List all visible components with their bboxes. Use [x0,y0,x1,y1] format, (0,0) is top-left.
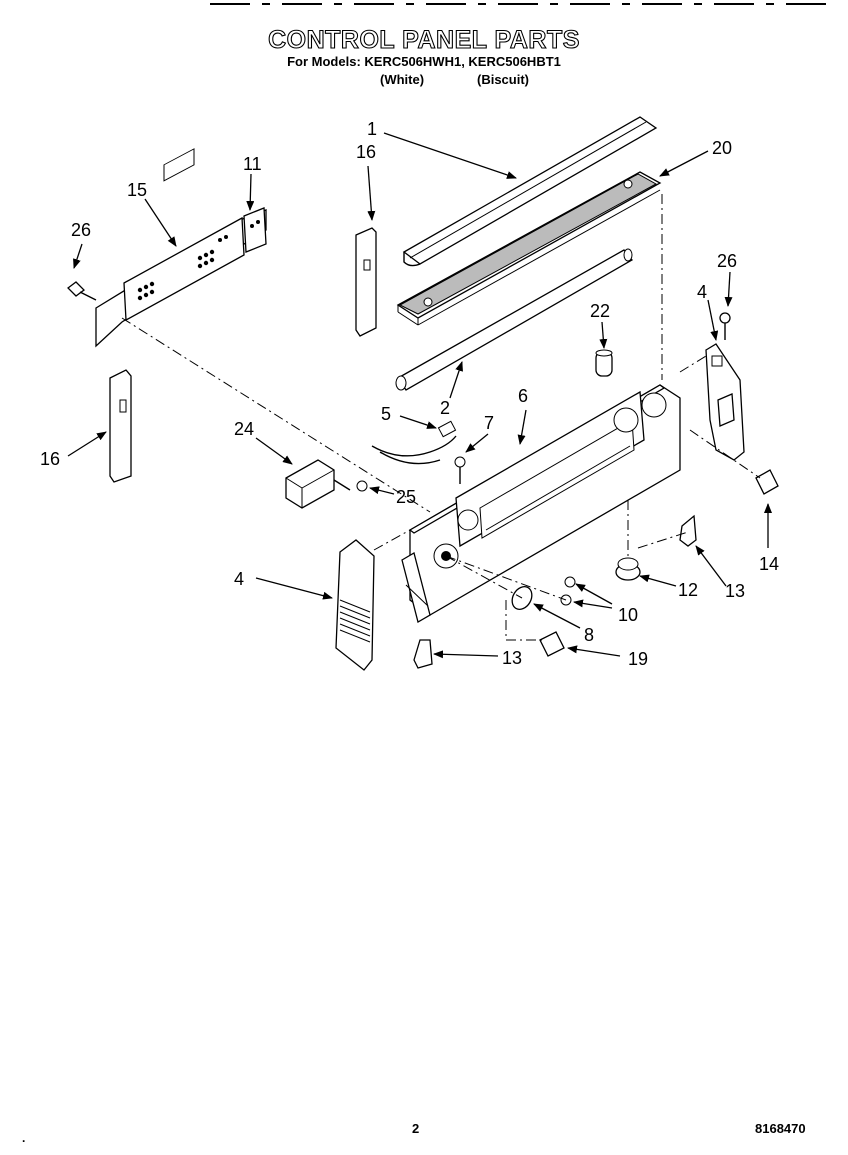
part-20-insulation [396,171,662,326]
callout-1: 1 [367,119,377,139]
part-1-top-trim [402,116,658,267]
callout-13-left: 13 [502,648,522,668]
callout-5: 5 [381,404,391,424]
callout-7: 7 [484,413,494,433]
part-5-wire-harness [371,420,457,465]
page-title: CONTROL PANEL PARTS [268,25,580,54]
callout-26-left: 26 [71,220,91,240]
part-15-control-board [95,148,267,348]
footer-mark: . [22,1131,26,1145]
part-13-bracket-left [413,639,433,669]
callout-20: 20 [712,138,732,158]
callout-16-upper: 16 [356,142,376,162]
callout-14: 14 [759,554,779,574]
part-7-screw [454,456,466,484]
document-code: 8168470 [755,1121,806,1136]
callout-11: 11 [243,154,262,174]
callout-8: 8 [584,625,594,645]
part-25-screw [356,480,368,492]
variant-white-label: (White) [380,72,425,87]
part-12-thermostat [615,557,641,581]
part-6-control-panel [401,384,681,623]
reference-lines [121,194,761,641]
part-24-switch [285,459,351,509]
part-16-lower-bracket [109,369,132,483]
model-list: For Models: KERC506HWH1, KERC506HBT1 [287,54,561,69]
callout-4-left: 4 [234,569,244,589]
callout-2: 2 [440,398,450,418]
page-number: 2 [412,1121,420,1136]
part-14-rocker-switch [755,469,779,495]
part-19-switch [539,631,565,657]
leader-lines [67,132,772,659]
part-26-screw-left [67,281,97,301]
callout-22: 22 [590,301,610,321]
part-4-left-endcap [335,539,375,671]
callout-16-lower: 16 [40,449,60,469]
callout-13-right: 13 [725,581,745,601]
callout-26-right: 26 [717,251,737,271]
part-10-nuts [560,576,576,606]
part-2-lamp-tube [395,248,633,391]
callout-6: 6 [518,386,528,406]
callout-4-right: 4 [697,282,707,302]
callout-10: 10 [618,605,638,625]
callout-15: 15 [127,180,147,200]
callout-25: 25 [396,487,416,507]
part-4-right-trim [705,343,745,461]
part-26-screw-right [719,312,731,340]
variant-biscuit-label: (Biscuit) [477,72,529,87]
part-13-bracket-right [679,514,697,547]
part-16-upper-bracket [355,227,377,337]
callout-19: 19 [628,649,648,669]
callout-24: 24 [234,419,254,439]
callout-12: 12 [678,580,698,600]
part-22-component [595,349,613,377]
callout-labels: 1 20 16 11 15 26 26 4 22 5 2 6 7 24 16 2… [40,119,779,669]
